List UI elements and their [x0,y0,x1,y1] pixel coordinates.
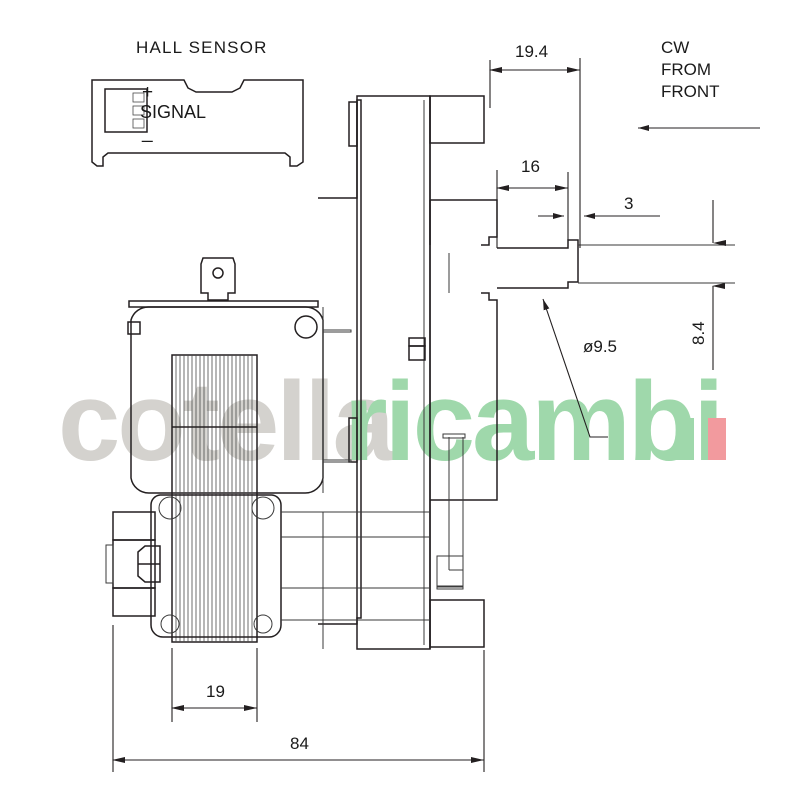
gearbox-mid-recess [348,417,358,463]
shaft-diameter-label: ø9.5 [583,337,617,356]
motor-mount-boss-left [127,321,141,335]
gearbox-bottom-ear [429,599,485,648]
rotation-note-line-1: CW [661,38,689,57]
gearbox-key-feature [408,337,426,347]
spade-terminal-hole [212,267,224,279]
dim-84-label: 84 [290,734,309,753]
watermark-dot-red [708,418,726,460]
rotation-note: CW FROM FRONT [638,38,760,131]
dimension-set: 19.4 16 3 8.4 19 84 [112,42,726,772]
gearbox-top-recess [348,101,358,147]
hall-sensor-pin-signal-label: SIGNAL [140,102,206,122]
gearbox-key-feature-2 [408,345,426,361]
gearbox-assembly [281,95,498,650]
motor-mount-boss-right [294,315,318,339]
gearbox-internal-box-1 [436,555,464,587]
dim-19p4-label: 19.4 [515,42,548,61]
dim-16-value: 16 [521,157,540,176]
motor-end-bell [150,494,282,638]
gearbox-internal-box-2 [436,586,464,590]
watermark-dot-green [676,418,694,460]
end-bell-boss-br [253,614,273,634]
hall-sensor-pin-1 [132,92,145,103]
gearbox-top-ear [429,95,485,144]
hall-sensor-pin-minus-label: _ [141,122,153,143]
hall-sensor-title: HALL SENSOR [136,38,268,57]
watermark-text-green: ricambi [344,359,721,484]
hall-sensor-detail: HALL SENSOR + SIGNAL _ [91,38,304,167]
dim-19-label: 19 [206,682,225,701]
gearbox-motor-joint-lower [322,459,352,463]
end-bell-boss-tl [158,496,182,520]
gearbox-internal-shoulder [442,433,466,439]
rotation-note-line-2: FROM [661,60,711,79]
hall-sensor-pin-2 [132,105,145,116]
connector-block-lower [112,587,156,617]
connector-nut [137,545,161,583]
dim-3-label: 3 [624,194,633,213]
motor-top-plate [128,300,319,308]
gearbox-motor-joint-upper [322,329,352,333]
hall-sensor-housing-outline [91,79,304,167]
hall-sensor-connector-body [104,88,148,133]
hall-sensor-pin-plus-label: + [142,82,153,103]
shaft-diameter-leader [542,298,608,438]
hall-sensor-pin-3 [132,118,145,129]
bearing-housing-upper [430,199,498,246]
connector-tab [105,544,114,584]
stator-laminations [175,355,253,642]
motor-assembly [105,257,324,643]
end-bell-boss-bl [160,614,180,634]
rotation-note-line-3: FRONT [661,82,720,101]
output-shaft: ø9.5 [497,239,735,438]
dim-8p4-label: 8.4 [689,321,708,345]
watermark: cotella ricambi [58,359,726,484]
spade-terminal [200,257,236,301]
shaft-step-profile [497,239,579,289]
connector-block-upper [112,511,156,541]
end-bell-boss-tr [251,496,275,520]
bearing-housing-lower [430,292,498,501]
